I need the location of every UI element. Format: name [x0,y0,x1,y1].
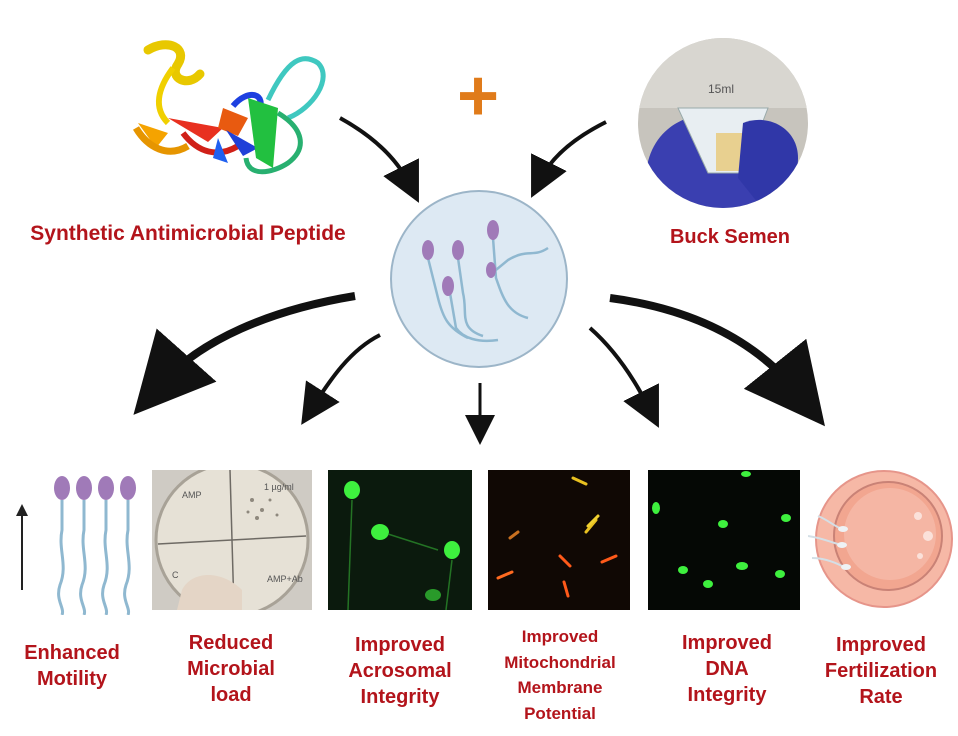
svg-text:AMP+Ab: AMP+Ab [267,574,303,584]
peptide-label: Synthetic Antimicrobial Peptide [30,222,346,245]
arrow-to-mito [588,326,659,428]
outcome-label-mitochondrial: Improved Mitochondrial Membrane Potentia… [504,627,616,723]
plus-symbol: + [456,56,500,136]
mitochondrial-fluorescence-image [488,470,630,610]
outcome-label-acrosomal: Improved Acrosomal Integrity [348,634,452,708]
arrow-to-motility [133,292,356,415]
arrow-to-fertilization [609,294,825,427]
outcome-label-microbial: Reduced Microbial load [187,632,275,706]
arrow-semen-to-dish [531,120,607,198]
outcome-label-motility: Enhanced Motility [24,642,120,690]
microbial-plate-image: AMP 1 µg/ml C AMP+Ab [152,470,312,610]
central-dish [388,188,570,370]
svg-text:15ml: 15ml [708,82,734,96]
svg-text:1 µg/ml: 1 µg/ml [264,482,294,492]
outcome-label-fertilization: Improved Fertilization Rate [824,634,938,708]
acrosomal-fluorescence-image [328,470,472,610]
arrow-to-microbial [301,333,381,425]
semen-label: Buck Semen [669,226,791,248]
svg-text:C: C [172,570,179,580]
fertilization-image [808,466,954,612]
outcome-label-dna: Improved DNA Integrity [681,632,773,706]
peptide-structure-image [128,38,338,188]
dna-fluorescence-image [648,470,800,610]
arrow-peptide-to-dish [339,116,419,203]
svg-text:AMP: AMP [182,490,202,500]
motility-image [10,470,140,615]
